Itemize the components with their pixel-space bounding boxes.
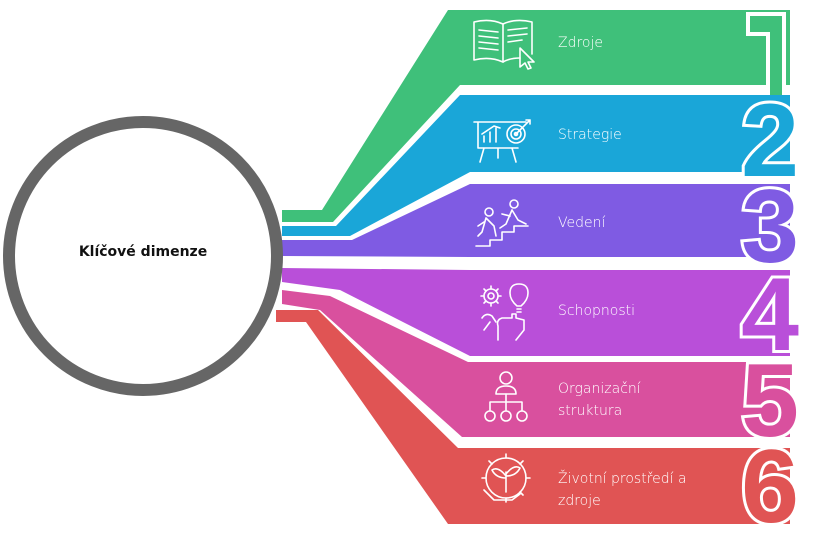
svg-text:2: 2 [741,83,799,199]
gear-lightbulb-hand-icon [480,283,529,341]
dimension-banner-4: 4 [282,254,802,376]
dimension-banner-3: 3 [282,166,802,288]
dimension-banner-6: 6 [276,310,802,535]
presentation-target-icon [473,119,531,163]
dimension-label-2: Strategie [558,127,622,143]
dimension-label-6: Životní prostředí a zdroje [558,468,687,512]
center-title: Klíčové dimenze [78,244,208,260]
dimension-label-6-line-2: zdroje [558,493,601,509]
dimension-label-5-line-2: struktura [558,403,623,419]
dimension-banner-1 [282,10,790,222]
dimension-banner-2: 2 [282,80,802,236]
dimension-label-5-line-1: Organizační [558,381,641,397]
dimension-label-1: Zdroje [558,35,603,51]
gear-plant-hand-icon [481,453,531,503]
open-book-cursor-icon [473,19,535,70]
dimension-banner-5: 5 [282,290,802,462]
org-chart-icon [484,371,528,422]
dimension-label-4: Schopnosti [558,303,636,319]
svg-text:4: 4 [741,257,799,373]
svg-text:6: 6 [741,429,799,535]
people-climbing-steps-icon [475,199,529,247]
svg-text:3: 3 [741,169,799,285]
dimension-label-6-line-1: Životní prostředí a [558,471,687,487]
center-circle [3,116,283,396]
svg-text:5: 5 [741,343,799,459]
dimension-label-3: Vedení [558,215,606,231]
dimension-label-5: Organizační struktura [558,378,641,422]
